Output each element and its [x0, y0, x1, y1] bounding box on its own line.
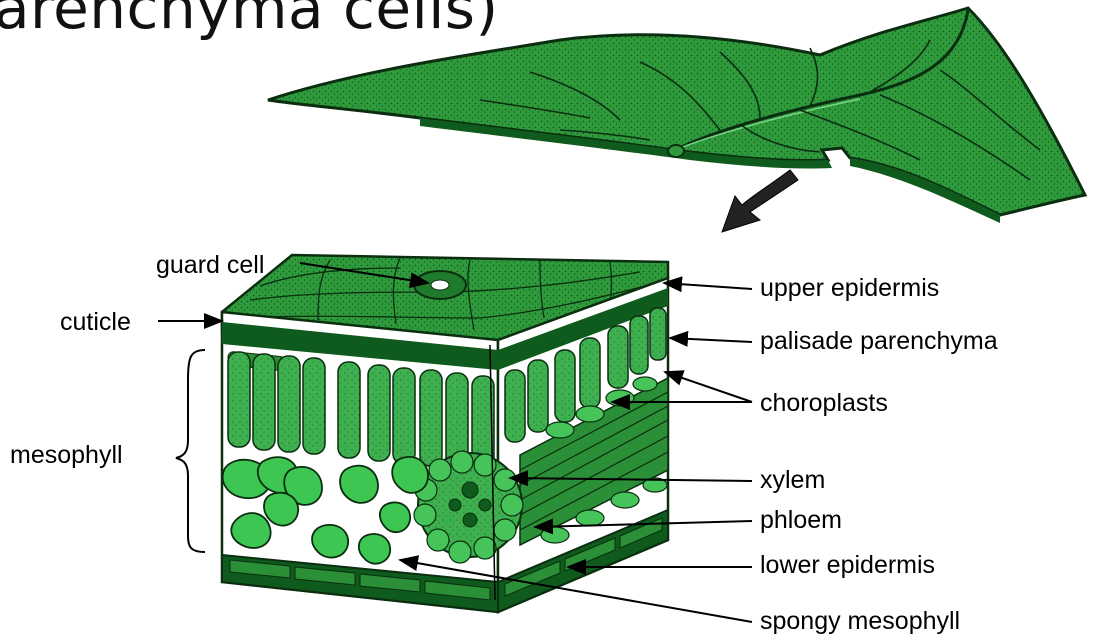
label-guard-cell: guard cell	[156, 253, 264, 278]
leader-chloroplasts-1	[665, 372, 752, 402]
mesophyll-bracket	[176, 350, 205, 552]
label-lower-epidermis: lower epidermis	[760, 553, 935, 578]
label-mesophyll: mesophyll	[10, 443, 123, 468]
label-xylem: xylem	[760, 468, 825, 493]
label-chloroplasts: choroplasts	[760, 391, 888, 416]
leader-upper-epidermis	[664, 283, 752, 289]
label-phloem: phloem	[760, 508, 842, 533]
label-cuticle: cuticle	[60, 310, 131, 335]
label-palisade-parenchyma: palisade parenchyma	[760, 329, 998, 354]
label-spongy-mesophyll: spongy mesophyll	[760, 609, 960, 634]
cross-section-block	[222, 255, 668, 612]
leader-palisade	[670, 338, 752, 342]
whole-leaf-illustration	[268, 8, 1085, 223]
magnify-arrow	[722, 170, 798, 232]
label-upper-epidermis: upper epidermis	[760, 276, 939, 301]
